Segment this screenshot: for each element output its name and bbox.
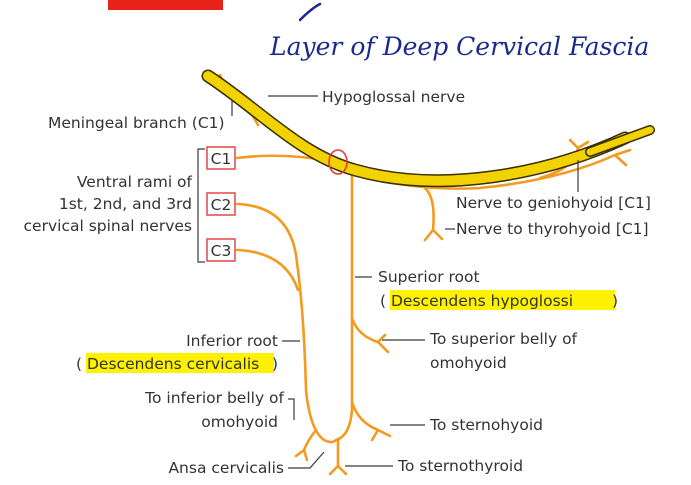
label-nerve-to-thyrohyoid: Nerve to thyrohyoid [C1]	[456, 220, 649, 238]
thyrohyoid-fork	[425, 230, 442, 240]
handwritten-pointer-stroke	[300, 4, 320, 20]
label-hypoglossal-nerve: Hypoglossal nerve	[322, 88, 465, 106]
geniohyoid-fork	[570, 140, 588, 148]
superior-belly-fork	[378, 335, 388, 352]
segment-c3-label: C3	[211, 242, 232, 260]
label-descendens-hypoglossi: Descendens hypoglossi	[391, 292, 573, 310]
label-nerve-to-geniohyoid: Nerve to geniohyoid [C1]	[456, 194, 651, 212]
superior-root-nerve	[336, 172, 352, 440]
handwritten-title: Layer of Deep Cervical Fascia	[269, 32, 649, 61]
label-ventral-rami-line2: 1st, 2nd, and 3rd	[59, 195, 192, 213]
label-ventral-rami-line1: Ventral rami of	[77, 173, 193, 191]
segment-c1: C1	[207, 147, 235, 169]
label-open-paren-cervicalis: (	[76, 355, 82, 373]
label-inferior-root: Inferior root	[186, 332, 278, 350]
to-inferior-belly-branch	[304, 430, 316, 450]
c3-nerve	[237, 250, 298, 290]
label-ansa-cervicalis: Ansa cervicalis	[168, 459, 284, 477]
sternohyoid-fork	[372, 430, 390, 440]
label-ventral-rami-line3: cervical spinal nerves	[24, 217, 192, 235]
label-to-superior-belly-line2: omohyoid	[430, 354, 507, 372]
ventral-rami-bracket	[198, 149, 205, 262]
segment-c1-label: C1	[211, 150, 232, 168]
label-to-inferior-belly-line2: omohyoid	[201, 413, 278, 431]
label-superior-root: Superior root	[378, 268, 480, 286]
segment-c2-label: C2	[211, 196, 232, 214]
segment-c2: C2	[207, 193, 235, 215]
label-to-sternohyoid: To sternohyoid	[429, 416, 543, 434]
to-superior-belly-branch	[352, 318, 378, 342]
label-to-superior-belly-line1: To superior belly of	[429, 330, 578, 348]
sternothyroid-fork	[330, 466, 346, 474]
to-sternohyoid-branch	[352, 402, 378, 430]
c1-fibers-fork	[615, 150, 630, 165]
label-descendens-cervicalis: Descendens cervicalis	[87, 355, 259, 373]
label-to-inferior-belly-line1: To inferior belly of	[144, 389, 284, 407]
label-close-paren-hypoglossi: )	[612, 292, 618, 310]
inferior-belly-fork	[296, 450, 307, 460]
label-to-sternothyroid: To sternothyroid	[397, 457, 523, 475]
label-open-paren-hypoglossi: (	[380, 292, 386, 310]
nerve-to-thyrohyoid-branch	[425, 188, 434, 230]
red-header-bar	[108, 0, 223, 10]
leader-inferior-belly	[288, 399, 294, 420]
segment-c3: C3	[207, 239, 235, 261]
label-meningeal-branch: Meningeal branch (C1)	[48, 114, 225, 132]
label-close-paren-cervicalis: )	[272, 355, 278, 373]
